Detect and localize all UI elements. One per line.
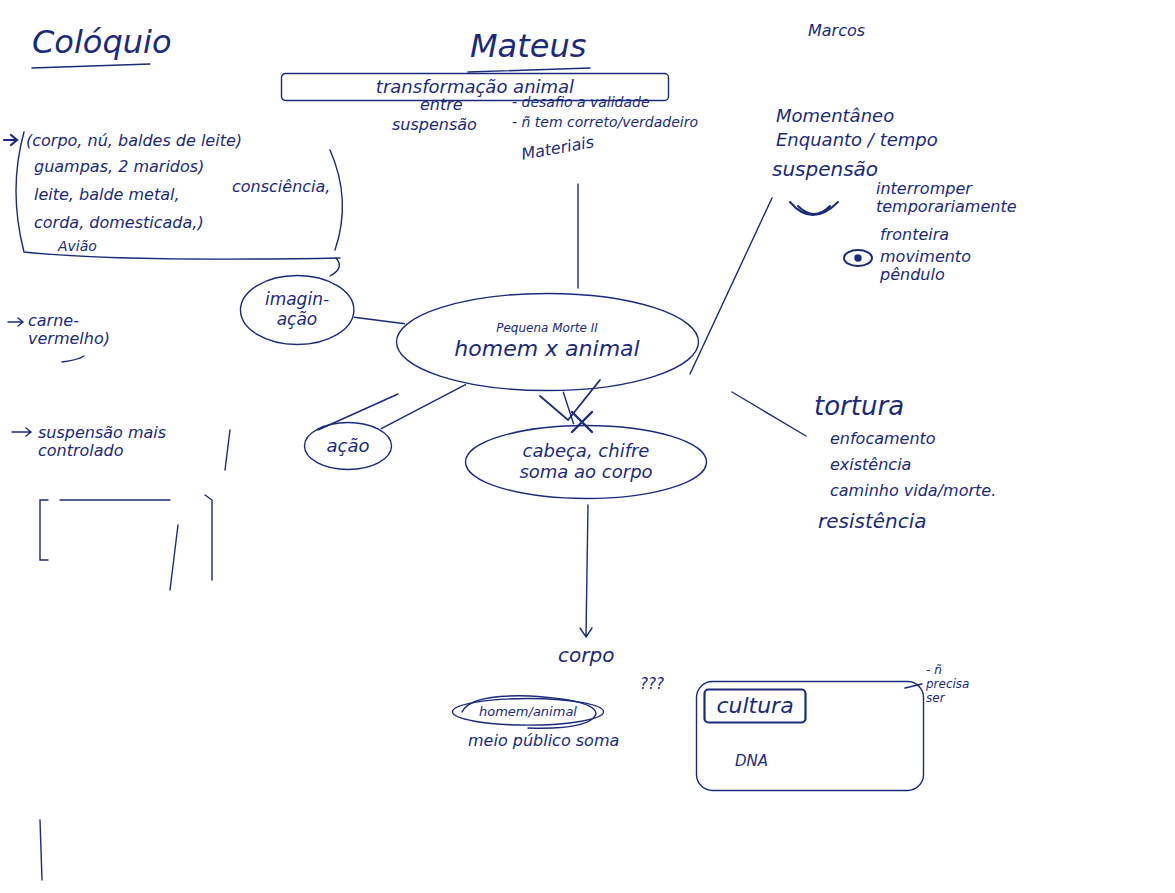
branch-line [732, 392, 806, 436]
mind-node: DNA cultura [695, 680, 925, 792]
note-text: Momentâneo [776, 106, 894, 127]
note-text: meio público soma [468, 732, 619, 750]
mind-node: homem/animal [451, 697, 605, 727]
branch-connector [381, 384, 466, 429]
node-text-group: transformação animal [376, 77, 574, 98]
sketch-line [40, 820, 42, 880]
node-text: cultura [716, 693, 793, 718]
branch-connector [563, 392, 574, 424]
note-text: Enquanto / tempo [776, 130, 938, 151]
note-text: tortura [814, 392, 904, 422]
note-text: movimento pêndulo [880, 248, 990, 285]
title: Colóquio [32, 24, 171, 61]
note-text: interromper temporariamente [876, 180, 1026, 217]
mind-node: transformação animal [280, 72, 670, 102]
underline [32, 64, 150, 68]
arrow-mark [8, 318, 23, 326]
x-mark [572, 412, 592, 432]
note-text: suspensão mais controlado [38, 424, 168, 461]
branch-connector [354, 317, 405, 324]
node-text-group: homem/animal [479, 705, 577, 720]
node-outline [452, 699, 603, 726]
note-text: suspensão [772, 158, 878, 181]
node-text: transformação animal [376, 77, 574, 98]
note-text: entre [420, 96, 463, 114]
node-subtitle: Pequena Morte II [454, 322, 639, 336]
bracket [205, 495, 212, 580]
note-text: fronteira [880, 226, 949, 244]
note-text: corpo [558, 644, 614, 667]
note-text: caminho vida/morte. [830, 482, 996, 500]
note-text: existência [830, 456, 911, 474]
note-text: Materiais [520, 133, 595, 164]
node-outline [697, 682, 924, 791]
node-text-group: Pequena Morte IIhomem x animal [454, 322, 639, 361]
node-text-group: ação [327, 436, 370, 457]
scribble [790, 202, 838, 215]
sketch-line [225, 430, 230, 470]
node-outline [240, 276, 353, 345]
node-text-group: cabeça, chifre soma ao corpo [506, 441, 666, 482]
bracket [40, 500, 48, 560]
note-text: leite, balde metal, [34, 186, 180, 204]
node-outline [705, 690, 806, 723]
bracket [330, 150, 342, 250]
branch-line [577, 184, 578, 288]
node-text: cabeça, chifre soma ao corpo [506, 441, 666, 482]
node-outline [466, 426, 707, 499]
eye-scribble [844, 250, 872, 266]
note-text: consciência, [232, 178, 330, 196]
node-text: homem x animal [454, 336, 639, 361]
sketch-line [60, 499, 170, 500]
mind-node: cabeça, chifre soma ao corpo [464, 424, 708, 500]
note-text: resistência [818, 510, 927, 533]
note-text: Mateus [470, 28, 586, 65]
note-text: Marcos [808, 22, 865, 40]
note-text: - ñ tem correto/verdadeiro [512, 114, 698, 130]
node-outline [305, 423, 392, 470]
mind-node: Pequena Morte IIhomem x animal [395, 292, 700, 392]
arrow-line [580, 505, 592, 637]
note-text: enfocamento [830, 430, 936, 448]
arrow-mark [12, 428, 31, 436]
node-text-group: imagin-ação [261, 290, 333, 329]
note-text: carne- vermelho) [28, 312, 118, 349]
note-text: guampas, 2 maridos) [34, 158, 204, 176]
note-text: corda, domesticada,) [34, 214, 204, 232]
node-text: ação [327, 436, 370, 457]
branch-line [690, 198, 772, 374]
node-text: homem/animal [479, 705, 577, 720]
node-text-group: DNA [735, 753, 768, 770]
node-text: imagin-ação [261, 290, 333, 329]
note-text: ??? [640, 676, 664, 693]
scribble [462, 696, 596, 728]
eye-scribble [855, 255, 861, 261]
node-text-group: cultura [716, 693, 793, 718]
note-text: - ñ precisa ser [926, 664, 988, 705]
note-text: suspensão [392, 116, 477, 134]
node-outline [282, 74, 669, 101]
mind-node: cultura [703, 688, 807, 724]
bracket [16, 132, 340, 259]
sketch-line [170, 525, 178, 590]
node-outline [396, 294, 698, 391]
bracket [62, 356, 84, 362]
arrow-mark [4, 135, 17, 145]
underline [468, 68, 590, 72]
note-text: Avião [58, 238, 97, 254]
mind-node: imagin-ação [239, 274, 355, 346]
mind-node: ação [303, 421, 393, 471]
note-text: (corpo, nú, baldes de leite) [26, 132, 242, 150]
node-text: DNA [735, 753, 768, 770]
leader-line [330, 258, 339, 276]
